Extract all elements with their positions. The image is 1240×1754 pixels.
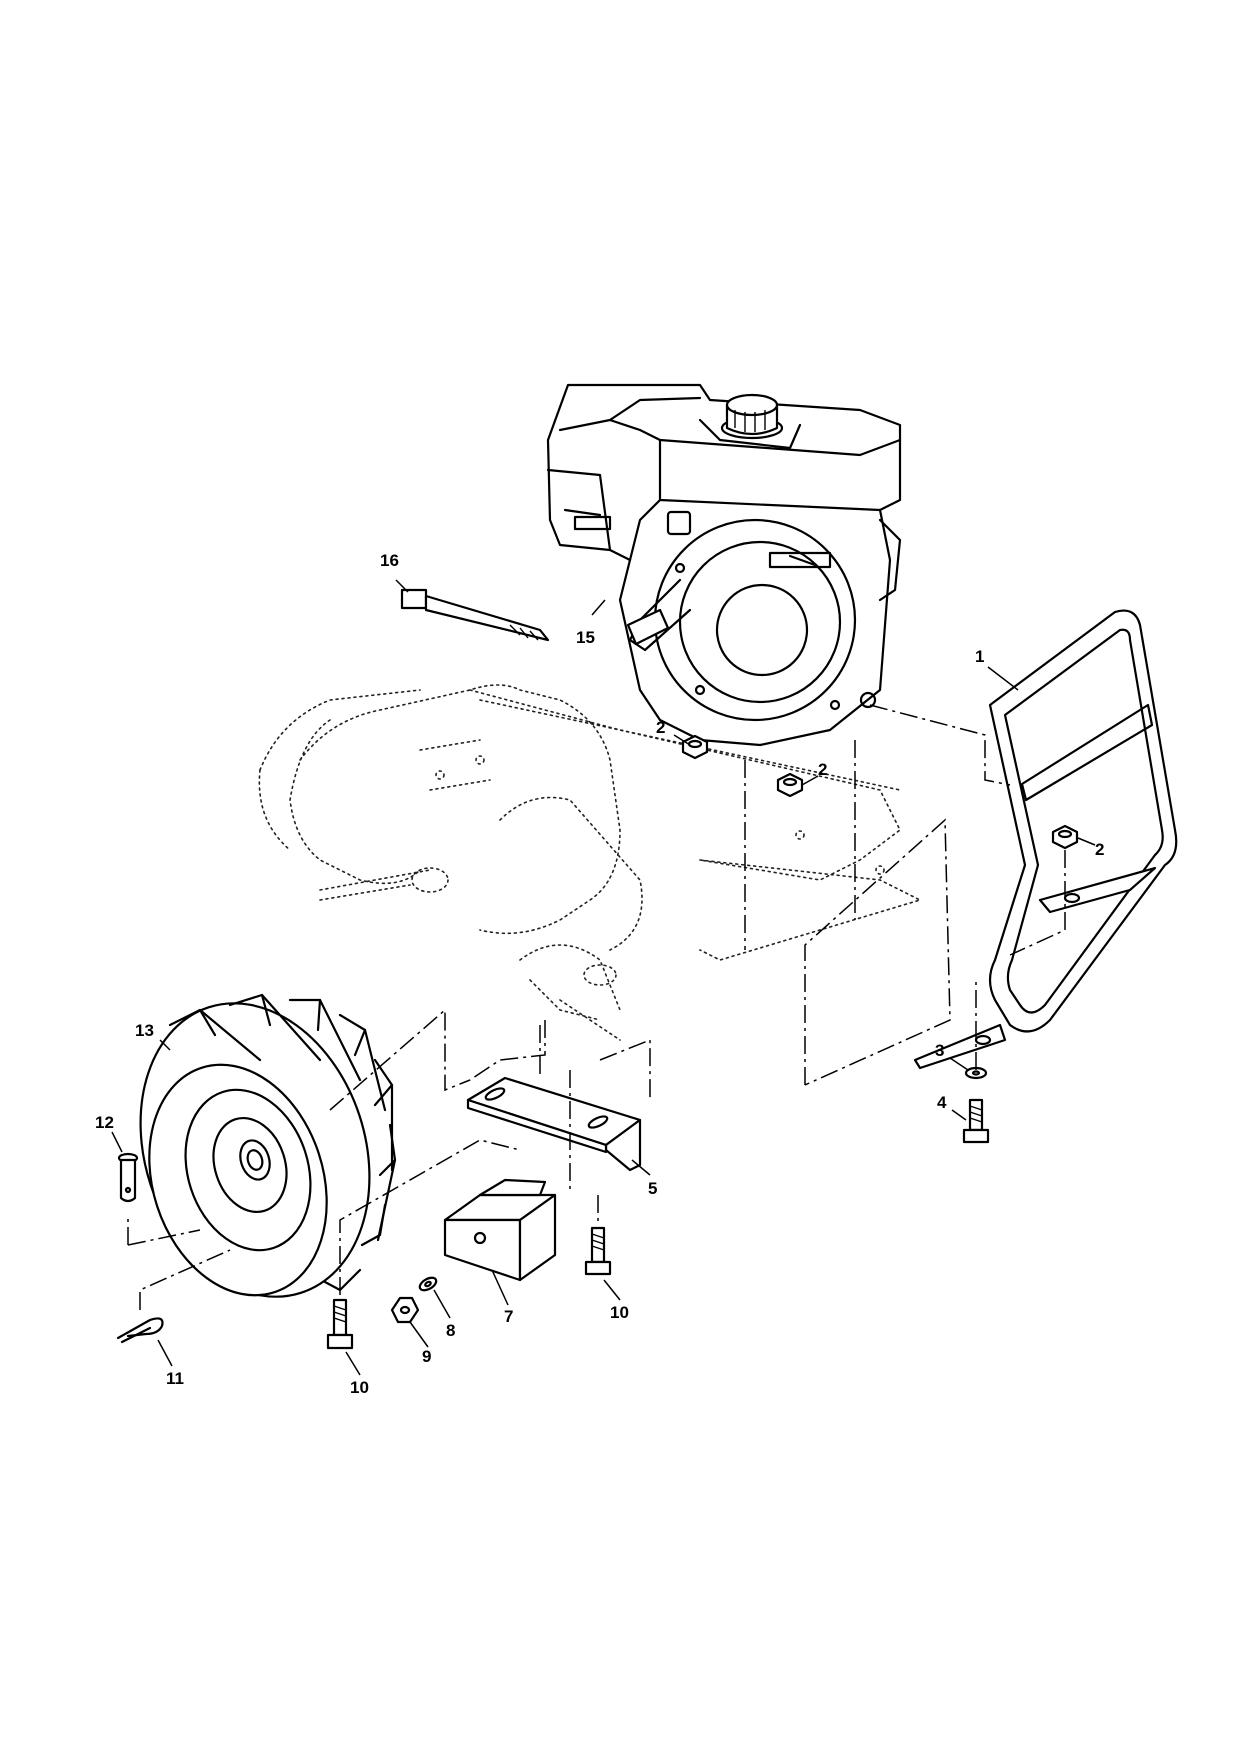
weight-7 [443,1178,557,1282]
hex-nut-2b [776,772,804,798]
callout-8: 8 [446,1321,455,1340]
callout-2-left: 2 [656,718,665,737]
callout-9: 9 [422,1347,431,1366]
callout-2-center: 2 [818,760,827,779]
callouts: 1 2 2 2 3 4 5 7 8 9 10 10 11 12 13 15 16 [95,551,1104,1397]
callout-10-left: 10 [350,1378,369,1397]
callout-15: 15 [576,628,595,647]
callout-13: 13 [135,1021,154,1040]
callout-11: 11 [166,1369,184,1388]
callout-10-right: 10 [610,1303,629,1322]
callout-4: 4 [937,1093,947,1112]
wheel-13 [139,993,397,1298]
hairpin-clip-11 [116,1317,164,1344]
bolt-4 [962,1098,990,1144]
callout-16: 16 [380,551,399,570]
bracket-5 [466,1076,642,1172]
hex-nut-2c [1051,824,1079,850]
bolt-10b [584,1226,612,1276]
callout-3: 3 [935,1041,944,1060]
callout-2-right: 2 [1095,840,1104,859]
front-guard [913,609,1178,1070]
callout-5: 5 [648,1179,657,1198]
tiller-body-ghost [258,684,923,1041]
callout-12: 12 [95,1113,114,1132]
clevis-pin-12 [117,1152,139,1203]
cable-tie [400,588,550,642]
washer-8 [418,1276,438,1292]
callout-7: 7 [504,1307,513,1326]
engine [546,383,902,747]
hex-nut-2a [681,734,709,760]
leader-lines [111,579,1096,1376]
assembly-lines [127,704,1066,1310]
nut-9 [390,1296,420,1324]
bolt-10a [326,1298,354,1350]
callout-1: 1 [975,647,984,666]
